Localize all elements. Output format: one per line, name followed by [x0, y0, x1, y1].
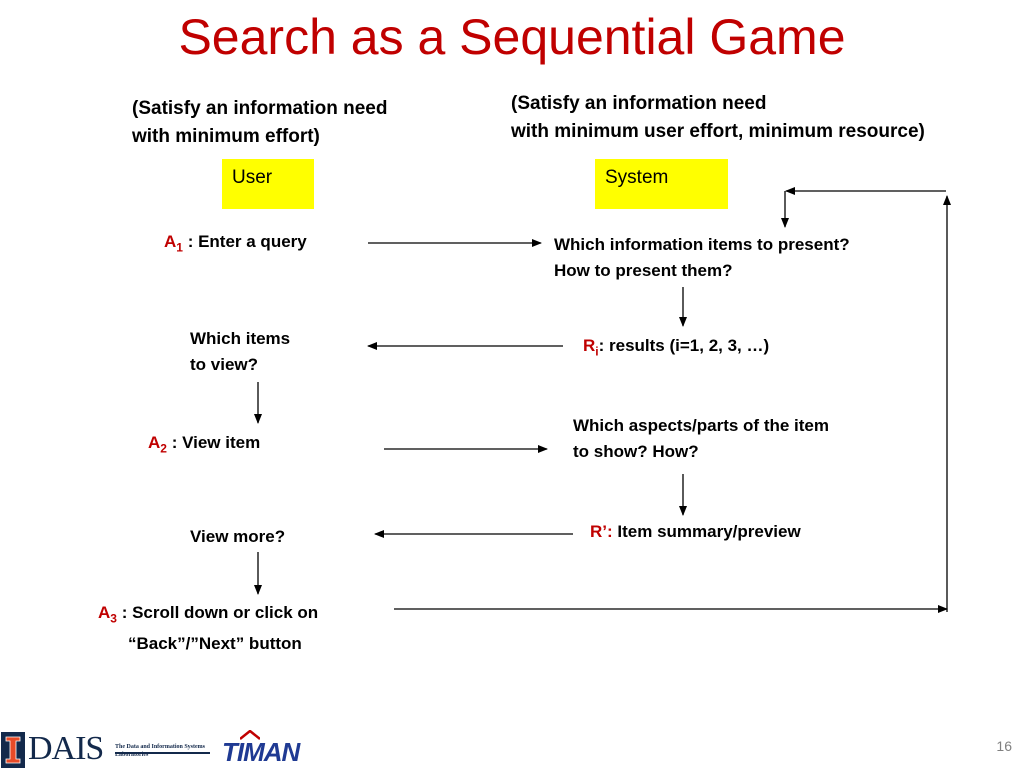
page-number: 16 [996, 738, 1012, 754]
system-goal-line2: with minimum user effort, minimum resour… [511, 121, 925, 142]
s2-line2: to show? How? [573, 442, 699, 461]
a3-text: : Scroll down or click on [116, 603, 319, 622]
illinois-block-i-icon [1, 732, 25, 768]
s1-line1: Which information items to present? [554, 235, 850, 254]
a3-line2: “Back”/”Next” button [128, 634, 302, 654]
s2-line1: Which aspects/parts of the item [573, 416, 829, 435]
user-question-2: View more? [190, 524, 285, 550]
user-goal: (Satisfy an information need with minimu… [132, 95, 387, 151]
system-box-label: System [605, 167, 669, 188]
user-box: User [222, 159, 314, 209]
a3-sub: 3 [110, 611, 117, 626]
user-step-a1: A1 : Enter a query [164, 229, 307, 260]
system-box: System [595, 159, 728, 209]
user-step-a2: A2 : View item [148, 430, 260, 461]
dais-logo: DAIS The Data and Information Systems La… [0, 730, 212, 768]
a2-text: : View item [166, 433, 261, 452]
slide-title: Search as a Sequential Game [178, 9, 846, 65]
system-result-r2: R’: Item summary/preview [590, 519, 801, 545]
dais-caption-underline [115, 752, 210, 754]
r1-sub: i [595, 344, 599, 359]
q1-line2: to view? [190, 355, 259, 374]
user-box-label: User [232, 167, 273, 188]
system-step-s1: Which information items to present? How … [554, 232, 850, 284]
user-goal-line1: (Satisfy an information need [132, 98, 388, 119]
q1-line1: Which items [190, 329, 291, 348]
r2-prefix: R’: [590, 522, 613, 541]
user-question-1: Which items to view? [190, 326, 290, 378]
r1-prefix: R [583, 336, 596, 355]
user-step-a3: A3 : Scroll down or click on “Back”/”Nex… [98, 600, 318, 657]
timan-text: TIMAN [222, 737, 300, 767]
a2-sub: 2 [160, 441, 167, 456]
system-result-r1: Ri: results (i=1, 2, 3, …) [583, 333, 769, 364]
system-step-s2: Which aspects/parts of the item to show?… [573, 413, 829, 465]
a2-prefix: A [148, 433, 161, 452]
r2-text: Item summary/preview [612, 522, 801, 541]
a3-prefix: A [98, 603, 111, 622]
timan-logo: TIMAN [222, 730, 300, 768]
a1-sub: 1 [176, 240, 183, 255]
timan-roof-icon [240, 730, 260, 740]
s1-line2: How to present them? [554, 261, 733, 280]
dais-letters: DAIS [28, 730, 104, 767]
r1-text: : results (i=1, 2, 3, …) [598, 336, 770, 355]
a1-text: : Enter a query [182, 232, 307, 251]
user-goal-line2: with minimum effort) [132, 126, 320, 147]
dais-caption: The Data and Information Systems Laborat… [115, 744, 206, 758]
system-goal: (Satisfy an information need with minimu… [511, 90, 925, 146]
q2-line1: View more? [190, 527, 286, 546]
a1-prefix: A [164, 232, 177, 251]
system-goal-line1: (Satisfy an information need [511, 93, 767, 114]
